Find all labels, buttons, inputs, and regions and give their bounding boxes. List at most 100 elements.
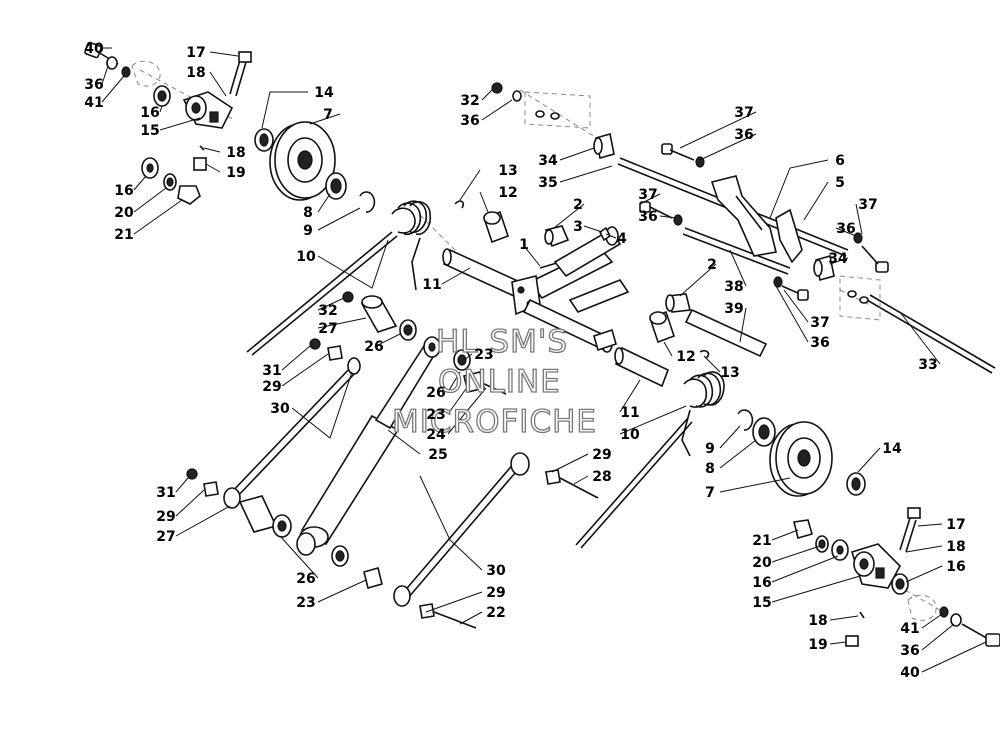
callout-14: 14 [314, 85, 334, 101]
shock-linkage [186, 291, 670, 629]
callout-22: 22 [486, 605, 505, 621]
callout-19: 19 [808, 637, 827, 653]
torsion-spring-upper [391, 200, 432, 291]
callout-18: 18 [946, 539, 965, 555]
lower-right-wheel-assembly [681, 371, 1000, 647]
callout-2: 2 [573, 197, 583, 213]
callout-7: 7 [323, 107, 333, 123]
callout-12: 12 [676, 349, 695, 365]
callout-35: 35 [538, 175, 557, 191]
callout-7: 7 [705, 485, 715, 501]
callout-36: 36 [900, 643, 919, 659]
callout-41: 41 [900, 621, 919, 637]
spring-arm-upper-left [246, 231, 393, 353]
callout-41: 41 [84, 95, 103, 111]
callout-29: 29 [262, 379, 281, 395]
link-rod-lower [401, 461, 516, 595]
callout-12: 12 [498, 185, 517, 201]
callout-2: 2 [707, 257, 717, 273]
idler-wheel-upper [269, 121, 376, 213]
callout-18: 18 [226, 145, 245, 161]
main-arm-assembly [442, 225, 768, 358]
callout-26: 26 [426, 385, 445, 401]
callout-32: 32 [318, 303, 337, 319]
callout-9: 9 [303, 223, 313, 239]
stopper-blocks [454, 200, 710, 359]
callout-37: 37 [638, 187, 657, 203]
callout-11: 11 [620, 405, 639, 421]
callout-39: 39 [724, 301, 743, 317]
callout-21: 21 [752, 533, 771, 549]
shaft-38 [684, 227, 791, 269]
watermark: HL SM'S ONLINE MICROFICHE [391, 323, 597, 440]
leader-lines [101, 47, 987, 673]
callout-4: 4 [617, 231, 627, 247]
callout-21: 21 [114, 227, 133, 243]
callout-27: 27 [156, 529, 175, 545]
callout-6: 6 [835, 153, 845, 169]
callout-8: 8 [303, 205, 313, 221]
callout-29: 29 [156, 509, 175, 525]
callout-36: 36 [734, 127, 753, 143]
callout-9: 9 [705, 441, 715, 457]
callout-13: 13 [720, 365, 739, 381]
right-bracket-assembly [491, 82, 889, 321]
watermark-line-1: HL SM'S [436, 324, 568, 360]
callout-36: 36 [460, 113, 479, 129]
callout-24: 24 [426, 427, 446, 443]
callout-26: 26 [296, 571, 315, 587]
watermark-line-3: MICROFICHE [392, 404, 597, 440]
rods-layer [227, 157, 996, 599]
callout-15: 15 [140, 123, 159, 139]
callout-23: 23 [426, 407, 445, 423]
link-rod-left [227, 365, 353, 497]
callout-16: 16 [140, 105, 159, 121]
callout-36: 36 [810, 335, 829, 351]
callout-40: 40 [84, 41, 104, 57]
callout-29: 29 [592, 447, 611, 463]
callout-31: 31 [156, 485, 175, 501]
callout-34: 34 [828, 251, 848, 267]
callout-33: 33 [918, 357, 937, 373]
callout-3: 3 [573, 219, 583, 235]
callout-36: 36 [84, 77, 103, 93]
callout-31: 31 [262, 363, 281, 379]
callout-30: 30 [270, 401, 290, 417]
callout-8: 8 [705, 461, 715, 477]
callout-32: 32 [460, 93, 479, 109]
callout-14: 14 [882, 441, 902, 457]
callout-18: 18 [808, 613, 827, 629]
callout-37: 37 [734, 105, 753, 121]
callout-36: 36 [836, 221, 855, 237]
callout-16: 16 [946, 559, 965, 575]
callout-25: 25 [428, 447, 447, 463]
callout-10: 10 [620, 427, 640, 443]
callout-29: 29 [486, 585, 505, 601]
callout-labels: 40 36 41 16 15 17 18 14 7 18 19 16 20 21… [84, 41, 965, 681]
callout-20: 20 [752, 555, 772, 571]
callout-28: 28 [592, 469, 611, 485]
callout-13: 13 [498, 163, 517, 179]
callout-19: 19 [226, 165, 245, 181]
callout-37: 37 [858, 197, 877, 213]
callout-10: 10 [296, 249, 316, 265]
callout-26: 26 [364, 339, 383, 355]
callout-5: 5 [835, 175, 845, 191]
callout-16: 16 [114, 183, 133, 199]
callout-27: 27 [318, 321, 337, 337]
callout-11: 11 [422, 277, 441, 293]
callout-15: 15 [752, 595, 771, 611]
callout-38: 38 [724, 279, 743, 295]
callout-17: 17 [186, 45, 205, 61]
callout-23: 23 [296, 595, 315, 611]
spring-arm-lower-right [575, 417, 689, 546]
callout-1: 1 [519, 237, 529, 253]
callout-20: 20 [114, 205, 134, 221]
watermark-line-2: ONLINE [438, 364, 561, 400]
callout-40: 40 [900, 665, 920, 681]
callout-16: 16 [752, 575, 771, 591]
callout-17: 17 [946, 517, 965, 533]
callout-37: 37 [810, 315, 829, 331]
callout-36: 36 [638, 209, 657, 225]
